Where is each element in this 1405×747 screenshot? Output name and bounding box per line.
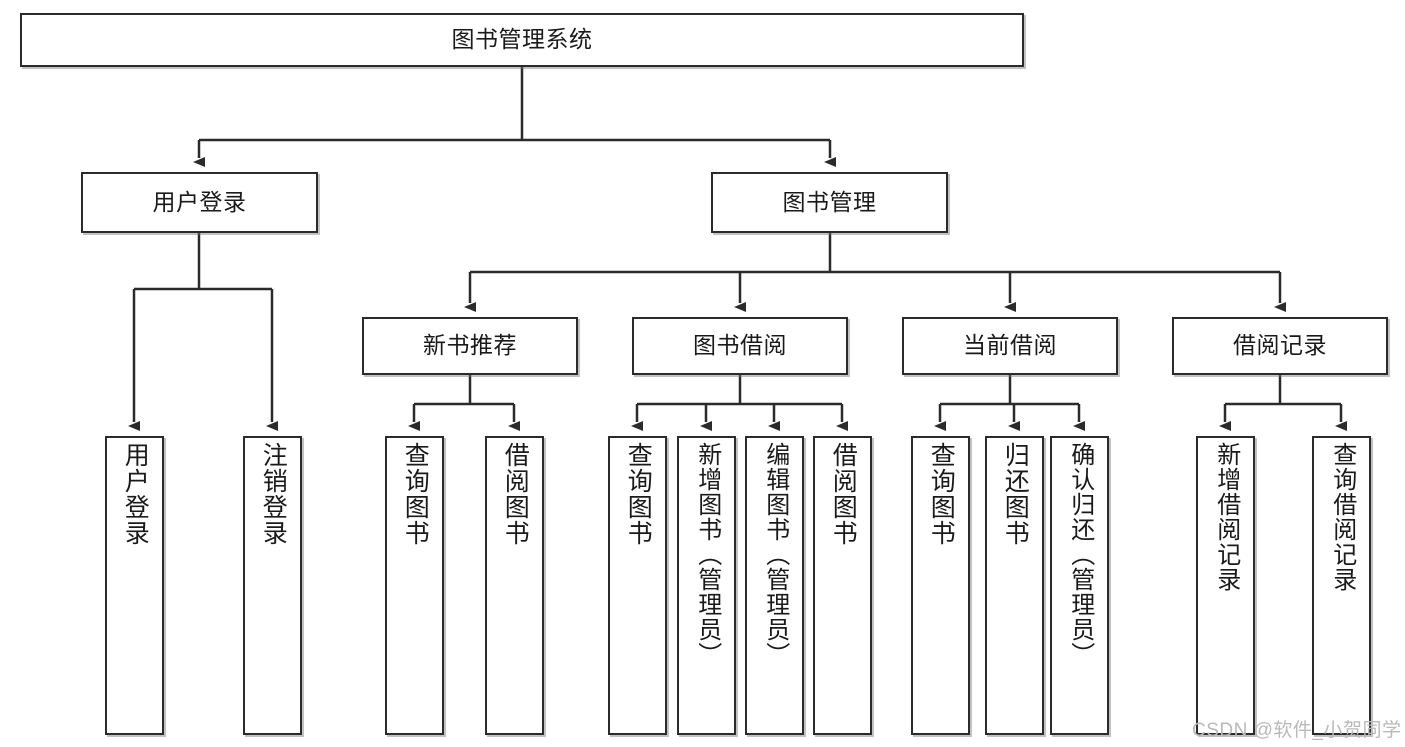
leaf-user-login-label: 用户登录 [121,442,150,546]
node-borrow-record-label: 借阅记录 [1233,332,1327,359]
leaf-query-book-current-label: 查询图书 [927,442,956,546]
leaf-query-book-recommend[interactable]: 查询图书 [385,436,444,735]
node-current-borrow-label: 当前借阅 [963,332,1057,359]
leaf-query-book-borrow[interactable]: 查询图书 [608,436,667,735]
node-new-book-recommend-label: 新书推荐 [423,332,517,359]
leaf-borrow-book-recommend[interactable]: 借阅图书 [485,436,544,735]
leaf-logout-label: 注销登录 [259,442,288,546]
node-borrow-record[interactable]: 借阅记录 [1172,317,1388,375]
leaf-confirm-return-admin-label: 确认归还（管理员） [1066,442,1094,667]
leaf-add-book-admin-label: 新增图书（管理员） [693,442,721,667]
leaf-query-book-recommend-label: 查询图书 [401,442,430,546]
leaf-add-book-admin[interactable]: 新增图书（管理员） [677,436,736,735]
node-book-borrow-label: 图书借阅 [693,332,787,359]
node-root[interactable]: 图书管理系统 [20,13,1024,67]
leaf-return-book-label: 归还图书 [1001,442,1030,546]
leaf-borrow-book-label: 借阅图书 [829,442,858,546]
csdn-watermark: CSDN @软件_小贺同学 [1192,720,1402,741]
node-book-management[interactable]: 图书管理 [711,172,948,233]
leaf-add-borrow-record-label: 新增借阅记录 [1212,442,1240,592]
leaf-borrow-book[interactable]: 借阅图书 [813,436,872,735]
node-root-label: 图书管理系统 [451,26,593,53]
leaf-query-book-borrow-label: 查询图书 [624,442,653,546]
node-book-borrow[interactable]: 图书借阅 [632,317,848,375]
leaf-return-book[interactable]: 归还图书 [985,436,1044,735]
leaf-query-borrow-record[interactable]: 查询借阅记录 [1312,436,1371,735]
leaf-borrow-book-recommend-label: 借阅图书 [501,442,530,546]
leaf-confirm-return-admin[interactable]: 确认归还（管理员） [1050,436,1109,735]
leaf-add-borrow-record[interactable]: 新增借阅记录 [1196,436,1255,735]
node-current-borrow[interactable]: 当前借阅 [902,317,1118,375]
leaf-query-borrow-record-label: 查询借阅记录 [1328,442,1356,592]
node-new-book-recommend[interactable]: 新书推荐 [362,317,578,375]
node-user-login[interactable]: 用户登录 [81,172,318,233]
node-user-login-label: 用户登录 [152,188,247,215]
leaf-edit-book-admin-label: 编辑图书（管理员） [761,442,789,667]
leaf-logout[interactable]: 注销登录 [243,436,302,735]
leaf-edit-book-admin[interactable]: 编辑图书（管理员） [745,436,804,735]
leaf-query-book-current[interactable]: 查询图书 [911,436,970,735]
leaf-user-login[interactable]: 用户登录 [105,436,164,735]
node-book-management-label: 图书管理 [782,188,877,215]
